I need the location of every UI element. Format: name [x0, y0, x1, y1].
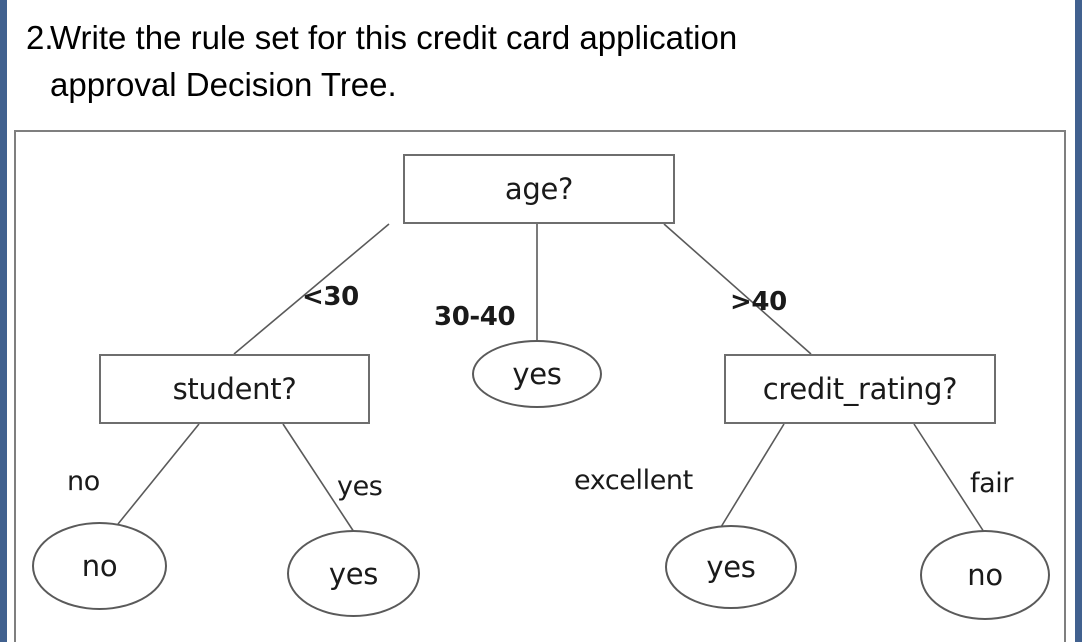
question-text-line1: Write the rule set for this credit card … — [50, 19, 738, 56]
edge-line-age-student — [233, 223, 390, 355]
question-heading: 2.Write the rule set for this credit car… — [26, 14, 1036, 108]
edge-line-student-yes — [282, 423, 355, 533]
edge-label-fair: fair — [970, 468, 1014, 499]
edge-label-gt40: >40 — [730, 287, 787, 317]
tree-connector-lines — [117, 223, 985, 533]
right-accent-inner — [1072, 0, 1075, 642]
leaf-student-yes[interactable]: yes — [287, 530, 420, 617]
leaf-credit-fair-no[interactable]: no — [920, 530, 1050, 620]
node-credit-rating[interactable]: credit_rating? — [724, 354, 996, 424]
left-accent-bar — [0, 0, 7, 642]
left-accent-inner — [7, 0, 10, 642]
right-accent-bar — [1075, 0, 1082, 642]
edge-line-student-no — [117, 423, 200, 525]
edge-label-30-40: 30-40 — [434, 302, 516, 332]
leaf-credit-excellent-yes[interactable]: yes — [665, 525, 797, 609]
question-text-line2: approval Decision Tree. — [50, 66, 397, 103]
edge-line-credit-yes — [720, 423, 785, 528]
leaf-age-30-40-yes[interactable]: yes — [472, 340, 602, 408]
node-age[interactable]: age? — [403, 154, 675, 224]
edge-label-student-yes: yes — [337, 471, 383, 502]
edge-label-student-no: no — [67, 466, 100, 497]
node-student[interactable]: student? — [99, 354, 370, 424]
edge-line-age-credit — [663, 223, 812, 355]
edge-label-excellent: excellent — [574, 465, 693, 496]
question-number: 2. — [26, 19, 54, 56]
leaf-student-no[interactable]: no — [32, 522, 167, 610]
decision-tree-figure: age? student? credit_rating? yes no yes … — [14, 130, 1066, 642]
edge-label-lt30: <30 — [302, 282, 359, 312]
edge-line-credit-no — [913, 423, 985, 533]
